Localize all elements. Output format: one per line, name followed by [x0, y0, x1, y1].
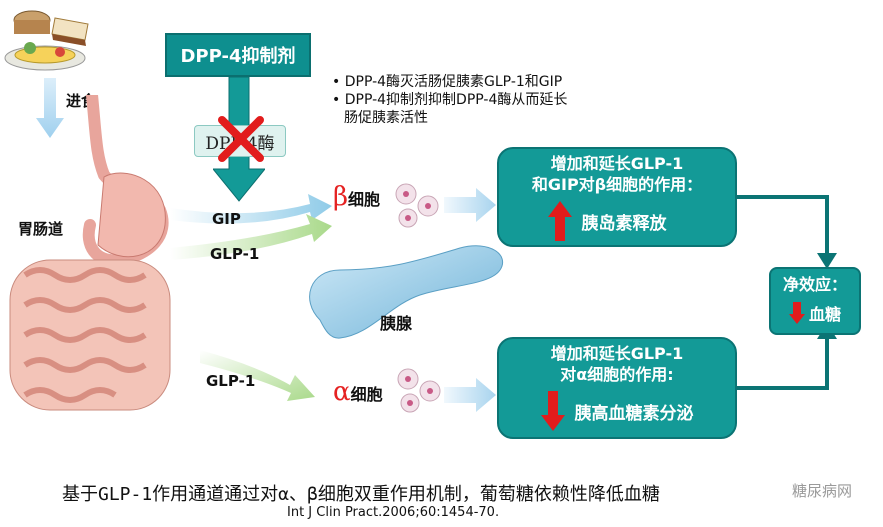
gip-label: GIP [212, 210, 241, 228]
net-effect-box: 净效应： 血糖 [769, 267, 861, 335]
beta-symbol: β [333, 182, 349, 212]
bullet-text: DPP-4酶灭活肠促胰素GLP-1和GIP [344, 74, 563, 90]
gip-glp1-arrows [170, 194, 332, 260]
inhibit-x-icon [218, 116, 264, 162]
alpha-arrow [444, 378, 496, 412]
up-arrow-icon [547, 201, 572, 241]
beta-cells-illustration [395, 183, 439, 228]
alpha-effect-box: 增加和延长GLP-1 对α细胞的作用: 胰高血糖素分泌 [497, 337, 737, 439]
alpha-effect-text: 胰高血糖素分泌 [574, 403, 694, 424]
dpp4-inhibitor-box: DPP-4抑制剂 [165, 33, 311, 77]
food-plate-illustration [4, 10, 89, 71]
net-effect-row: 血糖 [771, 301, 859, 325]
watermark: 糖尿病网 [792, 482, 853, 500]
glp1-lower-arrow [200, 350, 315, 401]
gut-illustration [9, 95, 171, 411]
bullet-list: • DPP-4酶灭活肠促胰素GLP-1和GIP • DPP-4抑制剂抑制DPP-… [332, 73, 622, 127]
alpha-effect-row: 胰高血糖素分泌 [499, 391, 735, 431]
beta-effect-box: 增加和延长GLP-1 和GIP对β细胞的作用： 胰岛素释放 [497, 147, 737, 247]
citation: Int J Clin Pract.2006;60:1454-70. [287, 505, 500, 520]
glp1-lower-label: GLP-1 [206, 372, 256, 390]
bullet-text: DPP-4抑制剂抑制DPP-4酶从而延长 [344, 92, 568, 108]
net-effect-text: 血糖 [808, 305, 841, 324]
glp1-upper-label: GLP-1 [210, 245, 260, 263]
pancreas-label: 胰腺 [380, 314, 413, 333]
intake-arrow [36, 78, 64, 138]
alpha-cell-label: α 细胞 [333, 377, 383, 407]
beta-effect-row: 胰岛素释放 [479, 201, 735, 241]
beta-arrow [444, 188, 496, 222]
beta-box-line1: 增加和延长GLP-1 [550, 154, 684, 173]
bullet-text: 肠促胰素活性 [344, 110, 428, 126]
gut-label: 胃肠道 [18, 220, 64, 238]
beta-box-line2: 和GIP对β细胞的作用： [531, 175, 703, 194]
alpha-symbol: α [333, 377, 351, 407]
alpha-word: 细胞 [350, 385, 383, 404]
beta-cell-label: β 细胞 [333, 182, 380, 212]
bullet-item: • DPP-4抑制剂抑制DPP-4酶从而延长 [332, 92, 568, 108]
beta-word: 细胞 [348, 190, 381, 209]
down-arrow-icon [788, 302, 805, 324]
alpha-box-line2: 对α细胞的作用: [560, 365, 674, 384]
alpha-cells-illustration [397, 368, 441, 413]
down-arrow-icon [540, 391, 565, 431]
alpha-box-line1: 增加和延长GLP-1 [550, 344, 684, 363]
net-effect-title: 净效应： [782, 275, 847, 294]
caption: 基于GLP-1作用通道通过对α、β细胞双重作用机制，葡萄糖依赖性降低血糖 [62, 484, 660, 505]
bullet-item: 肠促胰素活性 [332, 109, 622, 127]
beta-effect-text: 胰岛素释放 [581, 213, 667, 234]
pancreas-illustration [309, 245, 503, 339]
bullet-item: • DPP-4酶灭活肠促胰素GLP-1和GIP [332, 74, 563, 90]
